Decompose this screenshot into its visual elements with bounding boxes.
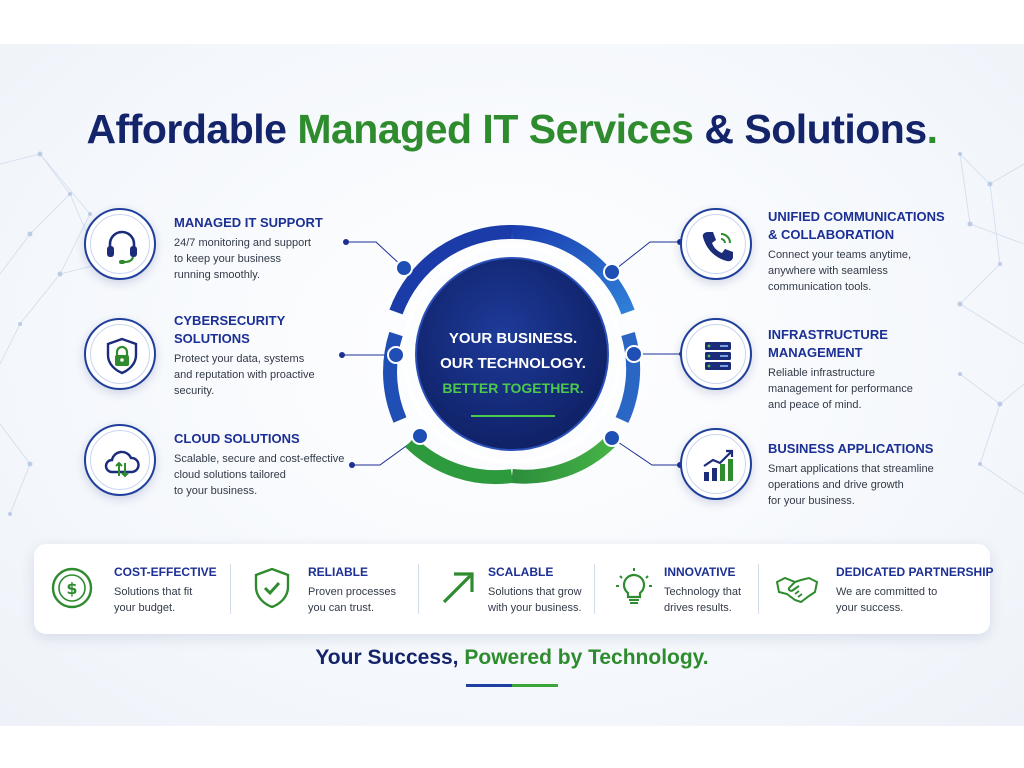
title-part-affordable: Affordable [86,106,287,152]
background-network-pattern [0,151,1024,516]
title-part-ampersand: & [704,106,734,152]
benefit-innovative: INNOVATIVE Technology that drives result… [598,544,758,634]
service-title: CLOUD SOLUTIONS [174,431,300,446]
service-title: CYBERSECURITY SOLUTIONS [174,313,286,346]
shield-lock-icon-badge [84,318,156,390]
server-icon-badge [680,318,752,390]
benefit-cost-effective: $ COST-EFFECTIVE Solutions that fit your… [34,544,224,634]
hub-line-technology: OUR TECHNOLOGY. [440,355,586,372]
page-title: Affordable Managed IT Services & Solutio… [0,106,1024,153]
title-part-managed: Managed IT Services [297,106,694,152]
dollar-coin-icon: $ [51,567,93,609]
ring-segment [383,331,407,423]
service-title: BUSINESS APPLICATIONS [768,441,934,456]
service-title: MANAGED IT SUPPORT [174,215,323,230]
hub-line-business: YOUR BUSINESS. [448,330,578,347]
growth-chart-icon [703,449,734,481]
divider [594,564,595,614]
title-part-solutions: Solutions [744,106,927,152]
benefit-reliable: RELIABLE Proven processes you can trust. [234,544,414,634]
growth-chart-icon-badge [680,428,752,500]
hub-line-together: BETTER TOGETHER. [442,380,584,396]
service-description: Reliable infrastructure management for p… [768,367,913,411]
service-description: 24/7 monitoring and support to keep your… [174,237,311,281]
title-period: . [926,106,938,152]
benefit-description: Solutions that fit your budget. [114,586,193,614]
headset-icon [107,230,137,264]
service-description: Scalable, secure and cost-effective clou… [174,453,345,497]
lightbulb-icon [616,568,652,604]
benefit-dedicated-partnership: DEDICATED PARTNERSHIP We are committed t… [762,544,994,634]
benefit-title: INNOVATIVE [664,565,736,579]
ring-node [395,259,413,277]
handshake-icon [775,576,819,604]
benefit-title: DEDICATED PARTNERSHIP [836,565,994,579]
service-description: Smart applications that streamline opera… [768,463,934,507]
phone-icon [702,232,733,262]
benefit-title: COST-EFFECTIVE [114,565,217,579]
ring-node [387,346,405,364]
ring-node [625,345,643,363]
central-hub-graphic [339,224,685,485]
benefit-title: RELIABLE [308,565,368,579]
shield-check-icon [254,567,290,609]
ring-segment [405,436,513,485]
service-title: INFRASTRUCTURE MANAGEMENT [768,327,888,360]
svg-text:$: $ [66,579,77,598]
service-title: UNIFIED COMMUNICATIONS & COLLABORATION [768,209,945,242]
footer-part-success: Your Success, [315,646,459,669]
phone-icon-badge [680,208,752,280]
hub-disc [416,258,608,450]
cloud-sync-icon [104,450,140,478]
service-description: Connect your teams anytime, anywhere wit… [768,249,912,293]
ring-segment [511,436,615,484]
shield-lock-icon [106,337,138,375]
hub-text: YOUR BUSINESS. OUR TECHNOLOGY. BETTER TO… [420,326,606,417]
benefit-scalable: SCALABLE Solutions that grow with your b… [422,544,602,634]
hub-underline [471,415,555,417]
server-icon [705,342,731,370]
divider [230,564,231,614]
ring-segment [389,224,513,315]
service-description: Protect your data, systems and reputatio… [174,353,315,397]
ring-segment [615,331,641,423]
benefit-title: SCALABLE [488,565,554,579]
footer-underline [466,684,558,687]
benefits-strip: $ COST-EFFECTIVE Solutions that fit your… [34,544,994,634]
ring-node [603,263,621,281]
footer-part-powered: Powered by Technology. [464,646,709,669]
divider [418,564,419,614]
connector-dot [349,462,355,468]
divider [758,564,759,614]
headset-icon-badge [84,208,156,280]
benefit-description: We are committed to your success. [836,586,938,614]
arrow-up-right-icon [442,572,474,604]
cloud-sync-icon-badge [84,424,156,496]
benefit-description: Proven processes you can trust. [308,586,397,614]
benefit-description: Solutions that grow with your business. [488,586,582,614]
ring-segment [511,224,635,315]
ring-node [603,429,621,447]
connector-dot [339,352,345,358]
connector-dot [343,239,349,245]
footer-tagline: Your Success, Powered by Technology. [0,646,1024,670]
ring-node [411,427,429,445]
infographic-canvas: Affordable Managed IT Services & Solutio… [0,44,1024,726]
benefit-description: Technology that drives results. [664,586,742,614]
